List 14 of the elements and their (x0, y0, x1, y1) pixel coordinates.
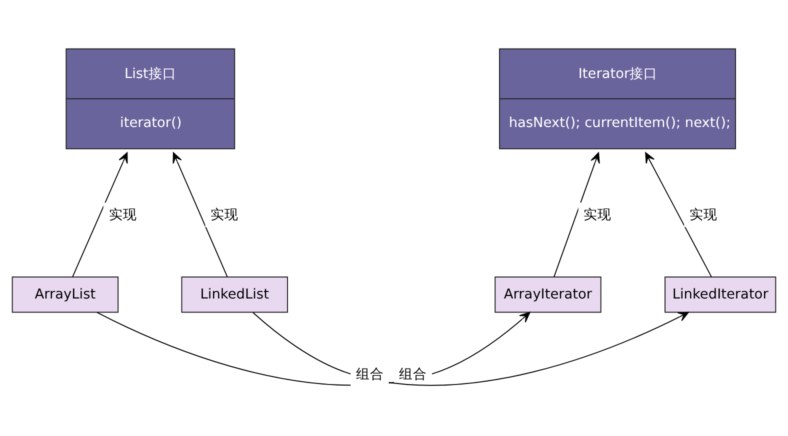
arrow (72, 152, 128, 277)
edge-label: 组合 (399, 366, 428, 382)
edge-label: 组合 (356, 366, 384, 382)
edge-label: 实现 (210, 206, 239, 222)
node-box: ArrayIterator (494, 276, 602, 312)
arrow (554, 152, 600, 277)
edge-label: 实现 (690, 206, 718, 222)
node-box: ArrayList (12, 276, 119, 312)
node-box: LinkedList (181, 276, 288, 312)
node-box: LinkedIterator (664, 276, 776, 312)
edge-label: 实现 (108, 206, 137, 222)
arrow (645, 152, 712, 277)
arrow (172, 152, 228, 277)
edge-label: 实现 (584, 206, 612, 222)
